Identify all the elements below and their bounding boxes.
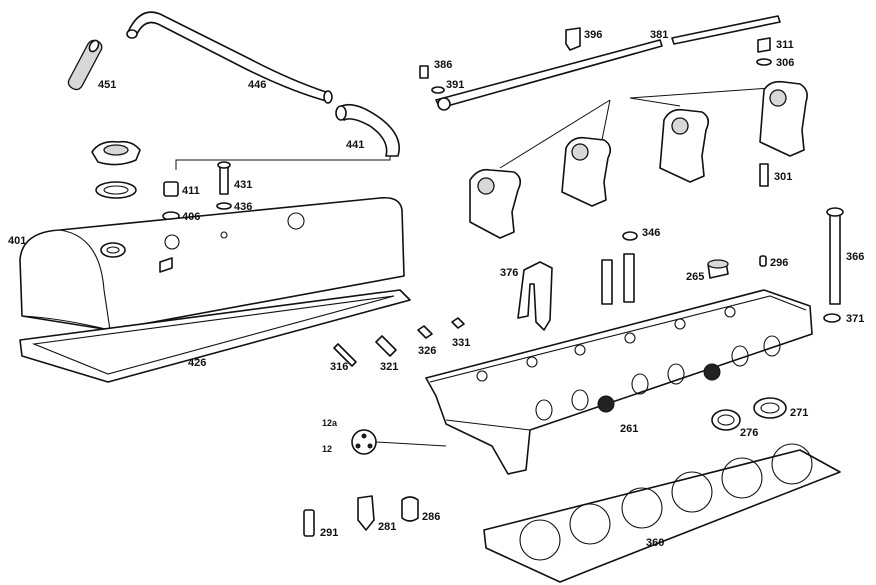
label-396: 396 <box>584 29 602 41</box>
parts-411-406-431-436 <box>162 156 391 221</box>
label-12a: 12a <box>322 418 338 428</box>
label-291: 291 <box>320 527 338 539</box>
valve-guides-346 <box>601 231 638 305</box>
part-360-head-gasket <box>483 443 841 583</box>
part-396-clip <box>565 27 581 51</box>
label-346: 346 <box>642 227 660 239</box>
label-376: 376 <box>500 267 518 279</box>
label-360: 360 <box>646 537 664 549</box>
parts-311-306 <box>756 37 772 66</box>
label-411: 411 <box>182 185 200 197</box>
label-326: 326 <box>418 345 436 357</box>
label-311: 311 <box>776 39 794 51</box>
part-401-valve-cover <box>19 196 405 331</box>
part-451-hose-sleeve <box>67 39 103 91</box>
label-401: 401 <box>8 235 26 247</box>
label-286: 286 <box>422 511 440 523</box>
part-265-plug <box>707 259 729 279</box>
label-406: 406 <box>182 211 200 223</box>
label-281: 281 <box>378 521 396 533</box>
label-306: 306 <box>776 57 794 69</box>
label-431: 431 <box>234 179 252 191</box>
label-331: 331 <box>452 337 470 349</box>
label-12: 12 <box>322 444 332 454</box>
part-301-stud <box>759 163 769 187</box>
label-271: 271 <box>790 407 808 419</box>
part-labels: 451 446 441 386 391 396 381 311 306 411 … <box>8 29 864 549</box>
label-265: 265 <box>686 271 704 283</box>
part-12-plate <box>351 429 447 455</box>
part-441-hose <box>335 103 400 157</box>
label-446: 446 <box>248 79 266 91</box>
label-381: 381 <box>650 29 668 41</box>
part-261-cylinder-head <box>425 289 813 475</box>
label-426: 426 <box>188 357 206 369</box>
part-381-rocker-shaft <box>435 15 781 169</box>
label-441: 441 <box>346 139 364 151</box>
parts-291-281-286 <box>303 495 419 537</box>
part-376-bracket <box>517 261 553 331</box>
label-296: 296 <box>770 257 788 269</box>
label-316: 316 <box>330 361 348 373</box>
label-391: 391 <box>446 79 464 91</box>
rocker-supports <box>469 80 808 239</box>
label-261: 261 <box>620 423 638 435</box>
part-446-breather-pipe <box>126 11 333 104</box>
label-321: 321 <box>380 361 398 373</box>
parts-271-276-seals <box>711 397 787 431</box>
label-301: 301 <box>774 171 792 183</box>
parts-366-371 <box>823 207 844 323</box>
parts-386-391 <box>419 65 445 94</box>
oil-filler-cap <box>91 140 141 199</box>
part-296-pin <box>759 255 767 267</box>
part-426-cover-gasket <box>19 289 411 383</box>
label-386: 386 <box>434 59 452 71</box>
label-451: 451 <box>98 79 116 91</box>
dowels-316-321-326-331 <box>333 317 465 367</box>
label-366: 366 <box>846 251 864 263</box>
label-371: 371 <box>846 313 864 325</box>
label-276: 276 <box>740 427 758 439</box>
label-436: 436 <box>234 201 252 213</box>
